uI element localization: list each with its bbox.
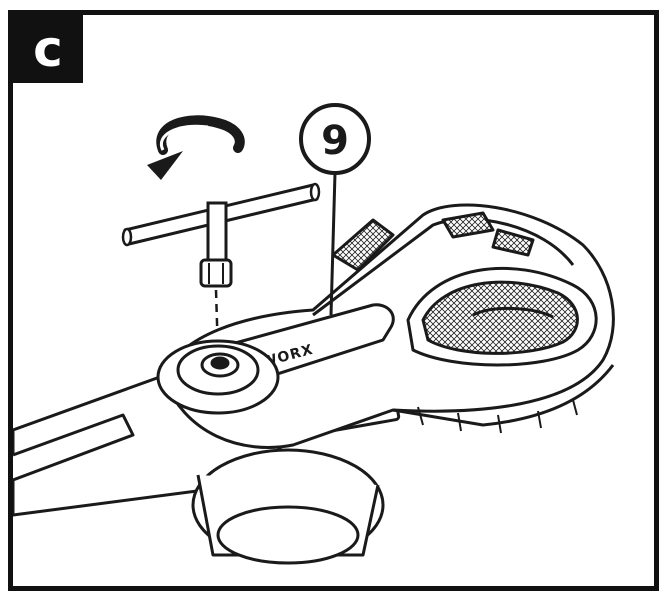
t-handle-wrench-icon bbox=[123, 184, 319, 286]
figure-frame: c bbox=[8, 10, 659, 591]
callout-number: 9 bbox=[321, 118, 349, 164]
assembly-illustration: WORX 9 bbox=[13, 15, 654, 586]
blade-hub bbox=[158, 341, 278, 413]
rotation-arrow-icon bbox=[147, 120, 240, 180]
